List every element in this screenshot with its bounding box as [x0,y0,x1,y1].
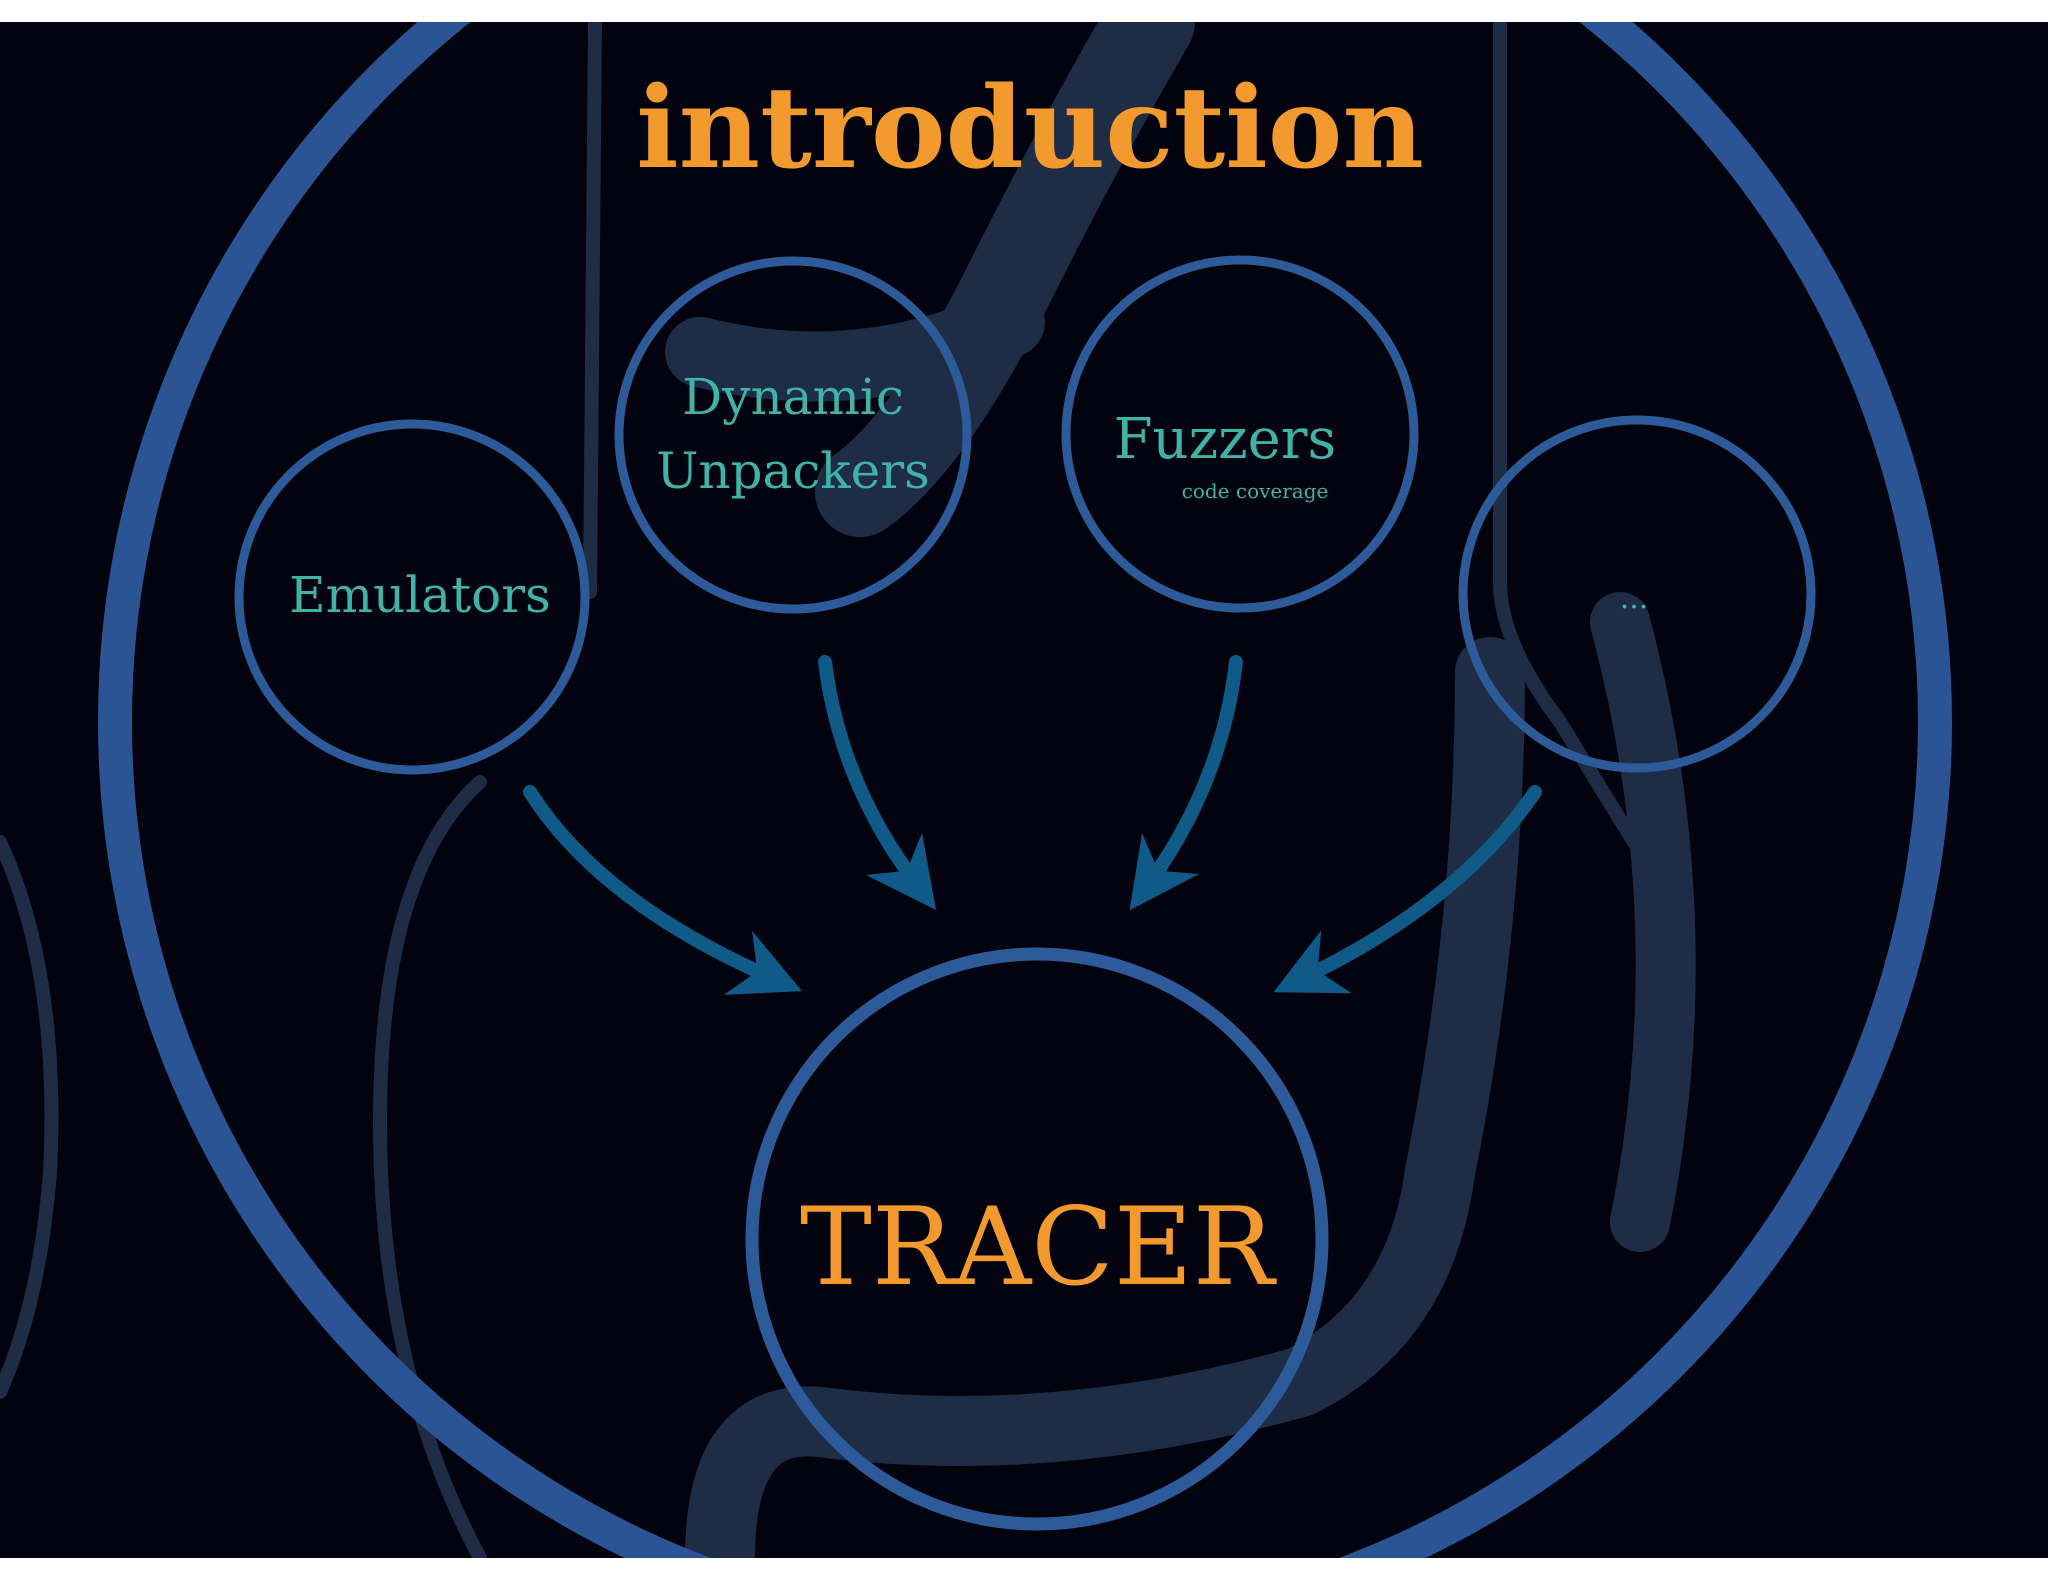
node-sublabel-code-coverage: code coverage [1182,479,1329,503]
arrow-fuzzers-to-tracer [1129,655,1243,911]
node-label-ellipsis: ... [1620,581,1649,616]
node-emulators: Emulators [234,419,590,775]
slide-stage: introduction Emulators Dynamic Unpackers… [0,22,2048,1558]
arrows [523,655,1542,995]
arrow-emulators-to-tracer [523,785,803,995]
node-more: ... [1458,415,1816,773]
node-label-emulators: Emulators [289,566,551,624]
node-label-fuzzers: Fuzzers [1114,407,1337,472]
target-circle [745,947,1329,1531]
background-watermark [0,22,1696,1558]
outer-frame-circle [98,22,1952,1558]
node-circle [234,419,590,775]
arrow-unpackers-to-tracer [818,655,936,911]
node-label-dynamic: Dynamic [682,368,904,426]
slide-title: introduction [636,63,1424,194]
node-label-unpackers: Unpackers [656,442,930,500]
node-fuzzers: Fuzzers code coverage [1061,255,1419,613]
node-circle [1061,255,1419,613]
target-label-tracer: TRACER [800,1185,1277,1310]
node-circle [614,256,972,614]
target-tracer: TRACER [745,947,1329,1531]
intro-diagram: introduction Emulators Dynamic Unpackers… [0,22,1952,1558]
node-dynamic-unpackers: Dynamic Unpackers [614,256,972,614]
node-circle [1458,415,1816,773]
arrow-more-to-tracer [1273,785,1542,994]
